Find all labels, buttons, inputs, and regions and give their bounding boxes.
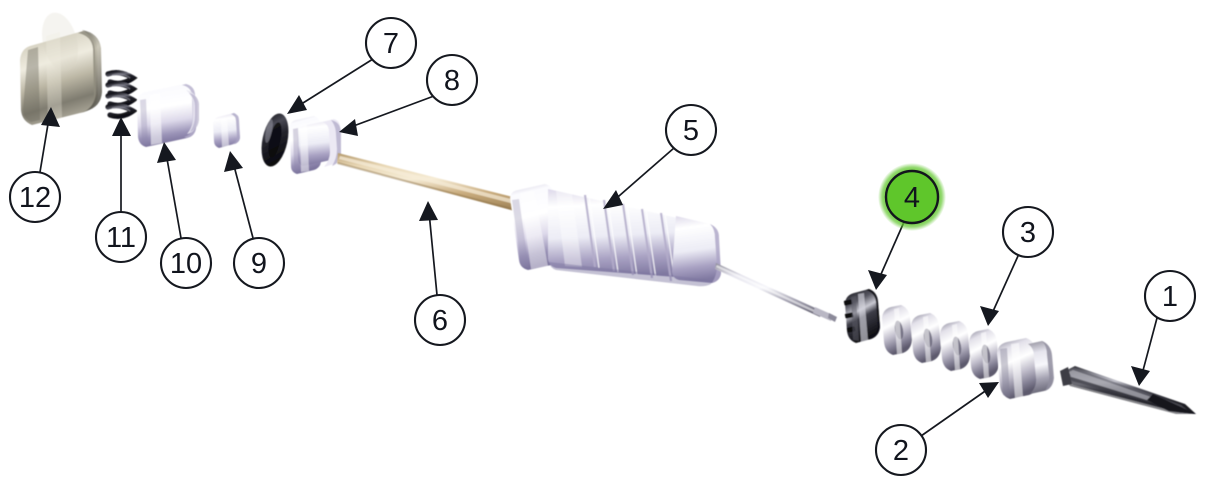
part-notched-retainer-disc <box>843 289 880 343</box>
part-coil-spring <box>105 70 138 119</box>
callout-5-label: 5 <box>683 115 699 147</box>
callout-3-label: 3 <box>1020 217 1036 249</box>
callout-12-label: 12 <box>19 182 51 214</box>
callout-11[interactable]: 11 <box>94 210 148 264</box>
callout-7[interactable]: 7 <box>364 16 418 70</box>
leader-callout-9 <box>224 151 254 239</box>
callout-bubbles-layer: 12 11 10 9 7 8 <box>8 16 1197 477</box>
washer-2 <box>911 313 941 363</box>
callout-7-label: 7 <box>383 28 399 60</box>
callout-4[interactable]: 4 <box>878 163 946 231</box>
callout-2[interactable]: 2 <box>874 423 928 477</box>
callout-10[interactable]: 10 <box>159 236 213 290</box>
washer-3 <box>940 321 970 371</box>
part-small-spacer-ring <box>213 113 240 148</box>
part-washer-stack <box>882 305 999 379</box>
callout-9-label: 9 <box>251 248 267 280</box>
part-outer-metal-sleeve <box>20 12 102 125</box>
leader-callout-4 <box>868 221 905 290</box>
callout-2-label: 2 <box>893 435 909 467</box>
leader-callout-6 <box>419 201 438 296</box>
leader-lines-layer <box>39 58 1158 437</box>
parts-artwork <box>20 12 1196 414</box>
leader-callout-8 <box>339 95 435 136</box>
part-brass-rod <box>337 153 529 214</box>
callout-10-label: 10 <box>170 248 202 280</box>
leader-callout-11 <box>112 117 131 212</box>
callout-6-label: 6 <box>432 305 448 337</box>
washer-4 <box>969 329 999 379</box>
callout-6[interactable]: 6 <box>413 293 467 347</box>
callout-8-label: 8 <box>444 65 460 97</box>
part-flanged-bushing <box>137 84 199 147</box>
callout-3[interactable]: 3 <box>1001 205 1055 259</box>
callout-5[interactable]: 5 <box>664 103 718 157</box>
callout-9[interactable]: 9 <box>232 236 286 290</box>
part-pointed-tip-electrode <box>1060 366 1196 414</box>
part-stepped-collar <box>997 338 1054 399</box>
callout-1[interactable]: 1 <box>1143 269 1197 323</box>
leader-callout-2 <box>920 382 999 437</box>
leader-callout-1 <box>1131 317 1158 386</box>
part-grooved-bushing <box>290 116 341 174</box>
callout-12[interactable]: 12 <box>8 170 62 224</box>
callout-4-label: 4 <box>904 182 920 214</box>
part-o-ring-seal <box>261 113 289 167</box>
callout-11-label: 11 <box>106 222 136 254</box>
leader-callout-7 <box>287 58 374 114</box>
part-ribbed-insulator-body <box>510 184 837 322</box>
leader-callout-3 <box>980 255 1019 326</box>
callout-1-label: 1 <box>1162 281 1178 313</box>
washer-1 <box>882 305 912 355</box>
leader-callout-12 <box>39 107 60 173</box>
callout-8[interactable]: 8 <box>425 53 479 107</box>
leader-callout-5 <box>603 147 675 209</box>
leader-callout-10 <box>157 142 182 239</box>
